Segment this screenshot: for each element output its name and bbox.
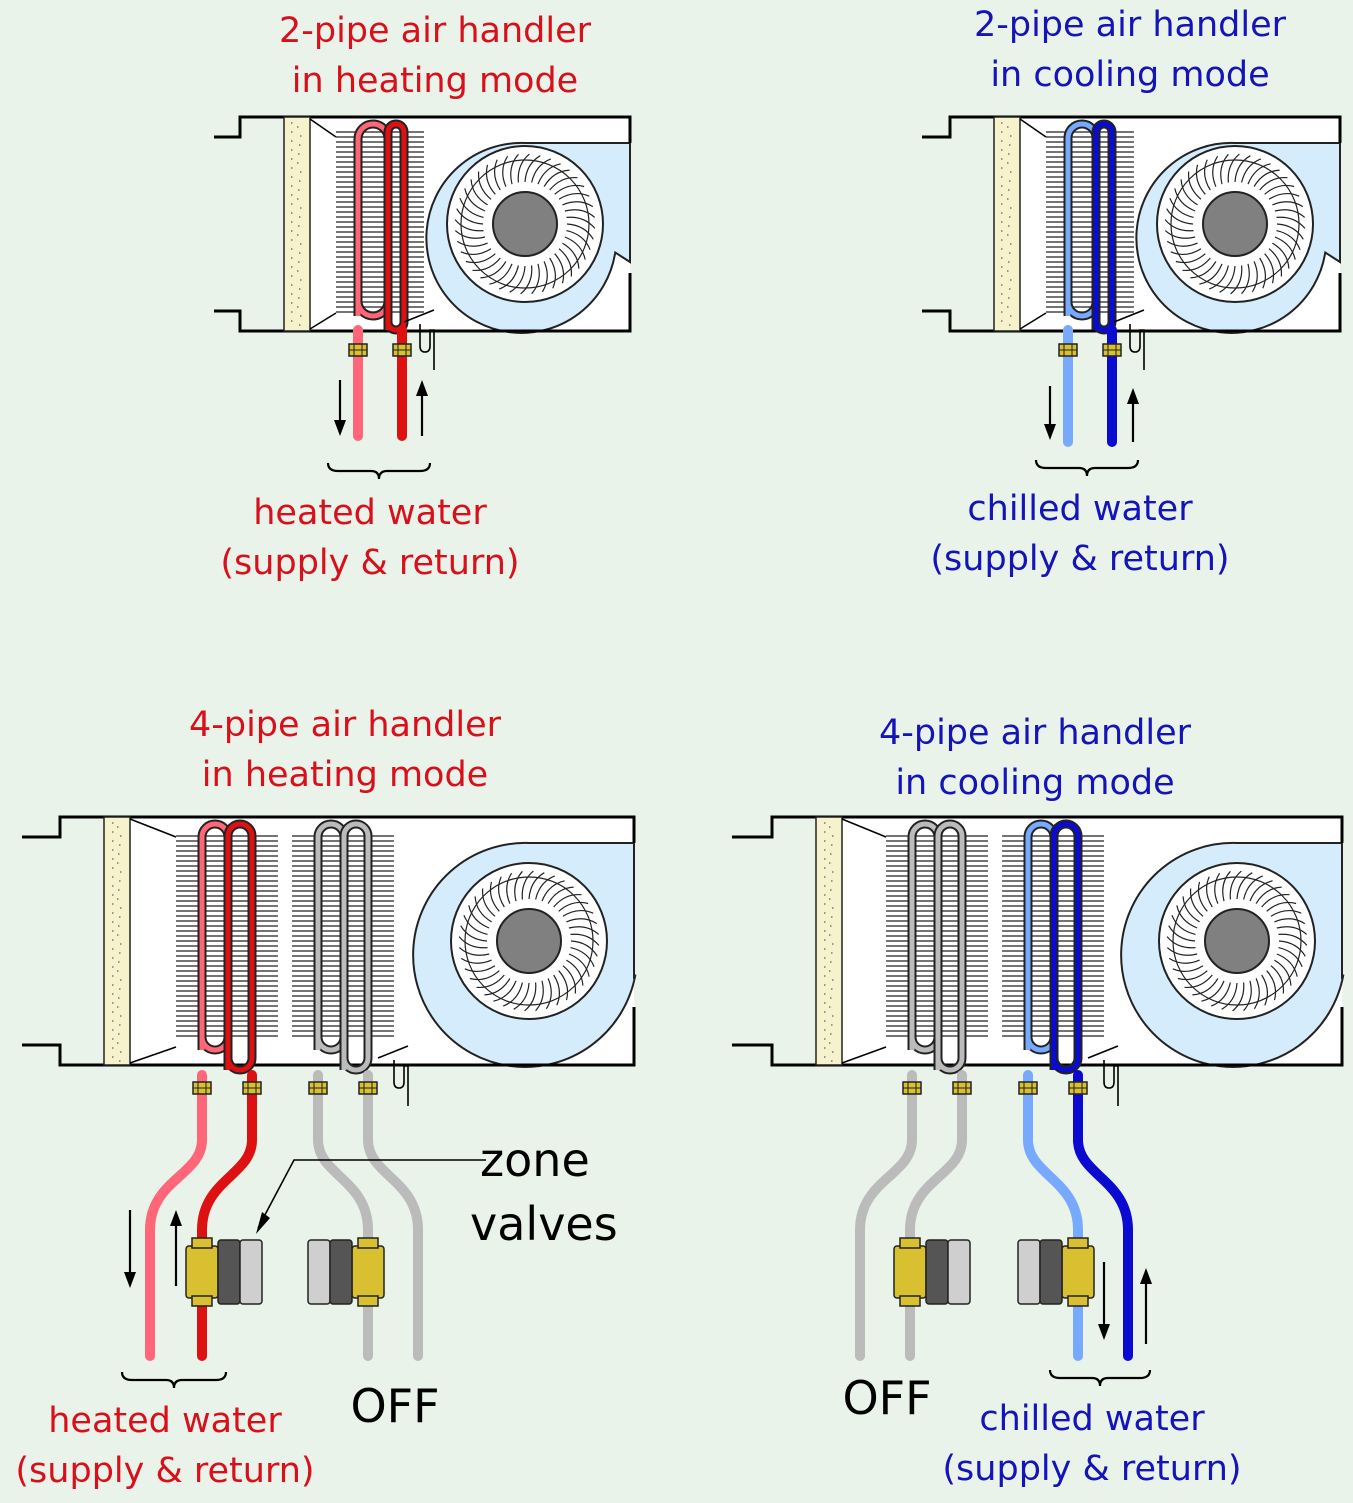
bl-condensate-drain [377,1045,409,1106]
panel-2pipe-heating [214,115,632,480]
valve-actuator [217,1239,263,1305]
blower-blades [458,870,600,1012]
br-blower [1158,862,1316,1020]
motor-hub [496,908,562,974]
panel-4pipe-cooling [732,815,1345,1387]
zone-valve-leader-head [256,1212,270,1234]
bl-zone-valve-cooling [307,1237,385,1307]
valve-actuator [307,1239,353,1305]
tl-title: 2-pipe air handler [278,11,592,51]
air-filter [283,116,311,332]
panel-2pipe-cooling [922,115,1342,477]
br-flow-arrow-down [1098,1262,1110,1340]
br-fitting-1 [902,1081,922,1095]
bl-off-pipe-b [363,1070,423,1361]
tl-fitting-return [392,343,412,357]
tr-brace [1034,459,1140,477]
tr-flow-arrow-up [1127,388,1139,442]
bl-mode: in heating mode [201,755,489,795]
tl-flow-arrow-up [416,380,428,436]
tr-flow-arrow-down [1044,386,1056,440]
blower-blades [454,153,596,295]
bl-cooling-loop-b [339,819,373,1075]
br-fitting-3 [1018,1081,1038,1095]
br-water-label: chilled water [979,1399,1205,1439]
bl-water-label: heated water [48,1401,282,1441]
air-filter [993,116,1021,332]
tl-coil-fins [336,131,424,313]
zone-valves-line2: valves [470,1197,618,1251]
bl-brace [120,1371,228,1389]
br-cool-supply-pipe [1023,1070,1083,1361]
bl-flow-arrow-up [170,1210,182,1286]
bl-supply-return-label: (supply & return) [15,1451,315,1491]
blower-blades [1164,153,1306,295]
bl-title: 4-pipe air handler [188,705,502,745]
tr-mode: in cooling mode [990,55,1270,95]
zone-valves-line1: zone [480,1133,590,1187]
br-condensate-drain [1087,1045,1119,1106]
tl-mode: in heating mode [291,61,579,101]
br-fitting-2 [952,1081,972,1095]
blower-blades [1166,870,1308,1012]
valve-actuator [1017,1239,1063,1305]
motor-hub [492,191,558,257]
br-zone-valve-cooling [1017,1237,1095,1307]
tr-fitting-supply [1058,343,1078,357]
br-off-pipe-a [855,1070,917,1361]
br-title: 4-pipe air handler [878,713,1192,753]
bl-fitting-2 [242,1081,262,1095]
zone-valve-leader [257,1159,486,1229]
tl-blower [446,145,604,303]
tl-water-label: heated water [253,493,487,533]
br-brace [1048,1369,1152,1387]
tr-coil-loop-return [1091,119,1117,335]
motor-hub [1202,191,1268,257]
tr-condensate-drain [1113,309,1145,370]
tr-supply-return-label: (supply & return) [930,539,1230,579]
bl-fitting-1 [192,1081,212,1095]
br-cooling-loop-return [1049,819,1083,1075]
bl-off-pipe-a [313,1070,373,1361]
tl-brace [326,462,432,480]
panel-4pipe-heating [22,815,637,1389]
br-cool-return-pipe [1073,1070,1133,1361]
br-zone-valve-heating [893,1237,971,1307]
bl-heat-supply-pipe [145,1070,207,1361]
bl-blower [450,862,608,1020]
bl-off-label: OFF [350,1379,440,1433]
bl-zone-valve-heating [185,1237,263,1307]
br-mode: in cooling mode [895,763,1175,803]
br-flow-arrow-up [1140,1268,1152,1344]
bl-heating-loop-return [223,819,257,1075]
tl-supply-return-label: (supply & return) [220,543,520,583]
bl-heat-return-pipe [197,1070,257,1361]
tl-condensate-drain [403,309,435,370]
bl-flow-arrow-down [124,1210,136,1288]
air-filter [815,816,843,1066]
bl-fitting-3 [308,1081,328,1095]
br-off-pipe-b [905,1070,967,1361]
tr-blower [1156,145,1314,303]
tr-title: 2-pipe air handler [973,5,1287,45]
tl-coil-loop-return [383,119,409,335]
bl-fitting-4 [358,1081,378,1095]
tl-flow-arrow-down [334,380,346,436]
tr-fitting-return [1102,343,1122,357]
br-heating-loop-b [933,819,967,1075]
br-off-label: OFF [842,1371,932,1425]
br-supply-return-label: (supply & return) [942,1449,1242,1489]
valve-actuator [925,1239,971,1305]
tl-fitting-supply [348,343,368,357]
air-filter [103,816,131,1066]
br-fitting-4 [1068,1081,1088,1095]
tr-water-label: chilled water [967,489,1193,529]
motor-hub [1204,908,1270,974]
